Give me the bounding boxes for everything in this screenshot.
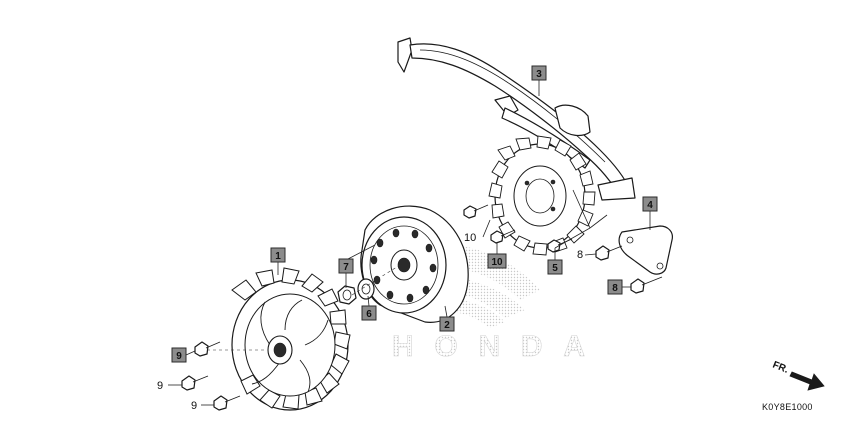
bolt-8-lower <box>630 276 663 294</box>
bolt-9-lower <box>213 395 241 411</box>
svg-text:1: 1 <box>275 251 281 262</box>
callout-4: 4 <box>642 196 658 212</box>
svg-text:2: 2 <box>444 320 450 331</box>
part-7-nut <box>337 285 357 305</box>
callout-2: 2 <box>439 316 455 332</box>
bolt-10-lower <box>490 229 516 244</box>
bolt-9-upper <box>194 341 221 357</box>
svg-text:3: 3 <box>536 69 542 80</box>
svg-text:5: 5 <box>552 263 558 274</box>
part-5-stator <box>488 135 596 256</box>
leader-lines <box>168 80 651 406</box>
diagram-code: K0Y8E1000 <box>762 402 813 412</box>
fr-label: FR. <box>771 360 790 376</box>
label-10: 10 <box>464 232 476 244</box>
part-6-washer <box>357 278 375 300</box>
label-9-lower: 9 <box>191 400 197 412</box>
callout-10: 10 <box>487 253 507 269</box>
svg-text:8: 8 <box>612 283 618 294</box>
part-1-cooling-fan <box>231 267 351 411</box>
part-2-flywheel <box>360 205 469 323</box>
svg-text:7: 7 <box>343 262 349 273</box>
label-8: 8 <box>577 249 583 261</box>
callout-3: 3 <box>531 65 547 81</box>
callout-5: 5 <box>547 259 563 275</box>
callout-6: 6 <box>361 305 377 321</box>
arrow-right-icon <box>789 371 825 391</box>
callout-7: 7 <box>338 258 354 274</box>
callout-8: 8 <box>607 279 623 295</box>
callout-1: 1 <box>270 247 286 263</box>
label-9-middle: 9 <box>157 380 163 392</box>
svg-text:4: 4 <box>647 200 653 211</box>
part-3-wire-harness <box>397 37 636 201</box>
part-4-plate <box>618 225 673 275</box>
bolt-9-middle <box>181 375 209 391</box>
svg-text:6: 6 <box>366 309 372 320</box>
callout-9: 9 <box>171 347 187 363</box>
honda-watermark-text: HONDA <box>392 330 587 363</box>
bolt-8-upper <box>595 245 623 261</box>
bolt-10-upper <box>463 204 489 219</box>
svg-text:9: 9 <box>176 351 182 362</box>
front-direction-indicator: FR. <box>771 360 825 391</box>
svg-text:10: 10 <box>491 257 503 268</box>
